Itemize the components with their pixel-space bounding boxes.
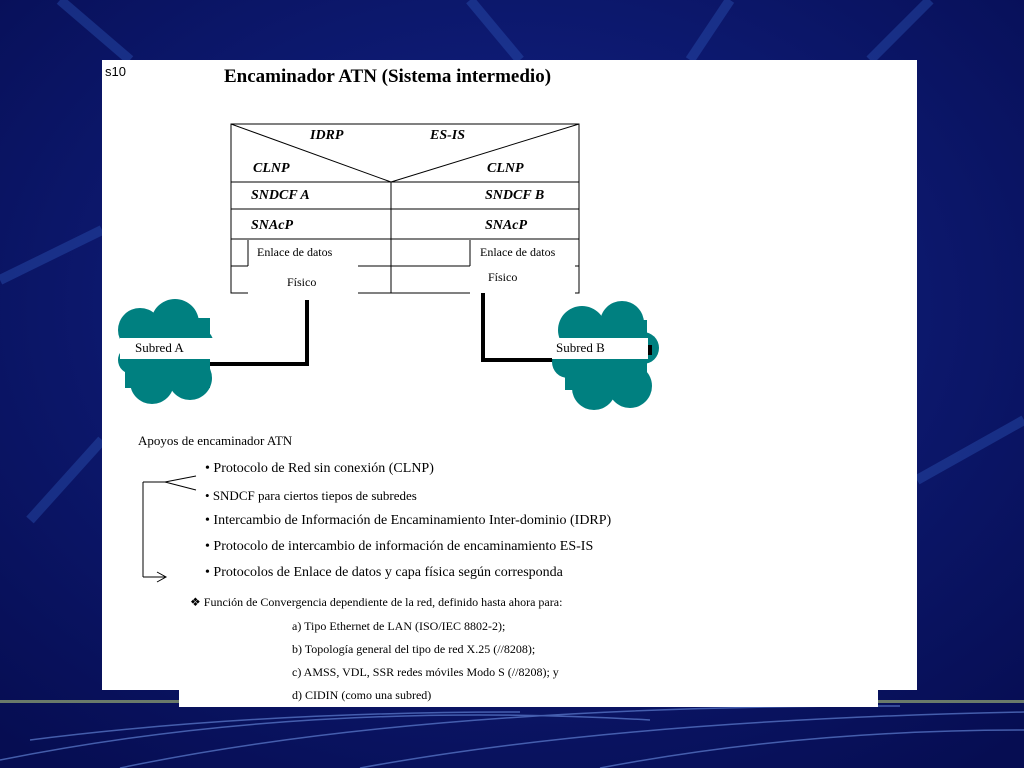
stack-left-link: Enlace de datos <box>257 245 333 259</box>
convergence-heading: ❖ Función de Convergencia dependiente de… <box>190 595 563 609</box>
stack-right-physical: Físico <box>488 270 518 284</box>
stack-left-physical: Físico <box>287 275 317 289</box>
supports-item: • Intercambio de Información de Encamina… <box>205 513 612 528</box>
convergence-item: c) AMSS, VDL, SSR redes móviles Modo S (… <box>292 665 559 679</box>
subnet-a-cloud <box>118 299 214 404</box>
convergence-item: b) Topología general del tipo de red X.2… <box>292 642 536 656</box>
stack-left-snacp: SNAcP <box>251 218 293 233</box>
slide-panel-extension <box>179 690 878 707</box>
subnet-b-cloud <box>552 301 659 410</box>
diamond-bullet-icon: ❖ <box>190 595 201 609</box>
subnet-b-label: Subred B <box>556 340 605 355</box>
slide-panel <box>102 60 917 690</box>
convergence-item: d) CIDIN (como una subred) <box>292 688 432 702</box>
stack-right-sndcf: SNDCF B <box>485 188 545 203</box>
subnet-a-label: Subred A <box>135 340 184 355</box>
page-title: Encaminador ATN (Sistema intermedio) <box>224 66 552 87</box>
supports-item: • SNDCF para ciertos tiepos de subredes <box>205 488 417 503</box>
stack-right-network: CLNP <box>487 161 524 176</box>
convergence-item: a) Tipo Ethernet de LAN (ISO/IEC 8802-2)… <box>292 619 506 633</box>
supports-item: • Protocolo de intercambio de informació… <box>205 539 594 554</box>
stack-left-network: CLNP <box>253 161 290 176</box>
stack-right-link: Enlace de datos <box>480 245 556 259</box>
protocol-stack-box <box>230 123 580 294</box>
supports-item: • Protocolo de Red sin conexión (CLNP) <box>205 461 434 476</box>
stack-right-snacp: SNAcP <box>485 218 527 233</box>
stack-label-idrp: IDRP <box>310 128 344 143</box>
bracket-arrow <box>142 475 197 583</box>
slide-number: s10 <box>105 64 126 79</box>
link-line-a <box>210 300 309 366</box>
stack-left-sndcf: SNDCF A <box>251 188 310 203</box>
link-line-b <box>481 293 560 362</box>
supports-item: • Protocolos de Enlace de datos y capa f… <box>205 565 563 580</box>
supports-heading: Apoyos de encaminador ATN <box>138 433 293 448</box>
stack-label-esis: ES-IS <box>430 128 466 143</box>
